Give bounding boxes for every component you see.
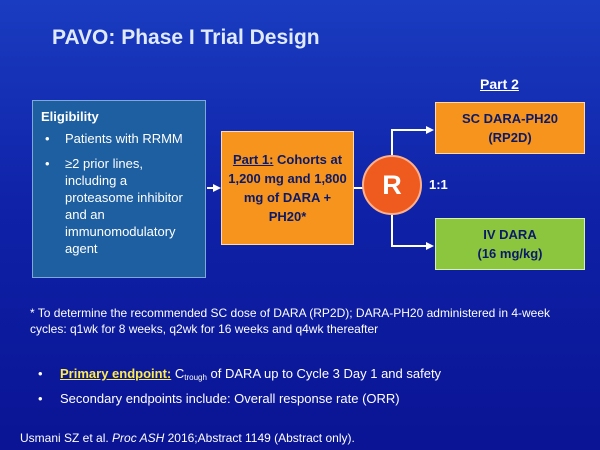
eligibility-box: Eligibility • Patients with RRMM • ≥2 pr… [32,100,206,278]
arm-name: SC DARA-PH20 [461,111,559,126]
bullet-icon: • [45,131,50,146]
eligibility-title: Eligibility [41,109,99,124]
eligibility-list: • Patients with RRMM • ≥2 prior lines, i… [41,130,197,257]
primary-endpoint-subscript: trough [184,373,207,382]
bullet-icon: • [38,391,43,406]
secondary-endpoint-text: Secondary endpoints include: Overall res… [60,391,400,406]
eligibility-item-text: ≥2 prior lines, including a proteasome i… [65,156,183,256]
part1-text: Part 1: Cohorts at 1,200 mg and 1,800 mg… [226,150,349,226]
primary-endpoint-c: C [171,366,185,381]
eligibility-item-text: Patients with RRMM [65,131,183,146]
part1-description: Cohorts at 1,200 mg and 1,800 mg of DARA… [228,152,347,224]
citation-journal: Proc ASH [112,431,165,445]
part2-heading: Part 2 [480,76,519,92]
primary-endpoint-label: Primary endpoint: [60,366,172,381]
part1-box: Part 1: Cohorts at 1,200 mg and 1,800 mg… [221,131,354,245]
arm-dose: (16 mg/kg) [477,246,543,261]
endpoints-list: • Primary endpoint: Ctrough of DARA up t… [38,363,441,409]
bullet-icon: • [45,156,50,171]
citation-details: 2016;Abstract 1149 (Abstract only). [164,431,355,445]
footnote: * To determine the recommended SC dose o… [30,306,551,336]
primary-endpoint-text: of DARA up to Cycle 3 Day 1 and safety [206,366,442,381]
citation-authors: Usmani SZ et al. [20,431,113,445]
arm-sc-dara-box: SC DARA-PH20 (RP2D) [435,102,585,154]
eligibility-item: • Patients with RRMM [41,130,197,147]
arm-name: IV DARA [483,227,537,242]
branch-line [391,214,434,250]
branch-line [391,126,434,158]
bullet-icon: • [38,366,43,381]
secondary-endpoint: • Secondary endpoints include: Overall r… [38,388,441,409]
citation: Usmani SZ et al. Proc ASH 2016;Abstract … [20,431,355,445]
eligibility-item: • ≥2 prior lines, including a proteasome… [41,155,197,257]
randomization-circle: R [362,155,422,215]
arm-iv-dara-box: IV DARA (16 mg/kg) [435,218,585,270]
primary-endpoint: • Primary endpoint: Ctrough of DARA up t… [38,363,441,388]
randomization-ratio: 1:1 [429,177,448,192]
part1-label: Part 1: [232,152,274,167]
slide-title: PAVO: Phase I Trial Design [52,26,320,49]
arm-dose: (RP2D) [488,130,532,145]
